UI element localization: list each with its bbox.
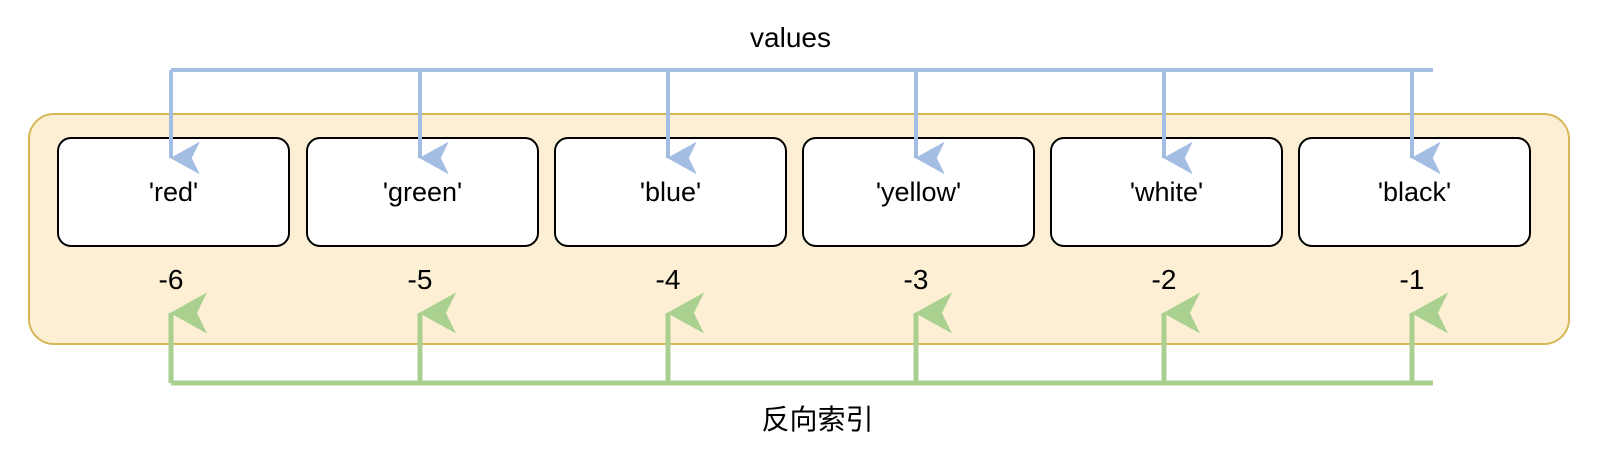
array-cell[interactable]: 'yellow' [802,137,1035,247]
array-cell[interactable]: 'black' [1298,137,1531,247]
array-cell-value: 'white' [1129,176,1204,207]
reverse-index-caption-text: 反向索引 [761,404,874,435]
array-cell[interactable]: 'red' [57,137,290,247]
array-cell-value: 'red' [148,176,199,207]
array-cell[interactable]: 'white' [1050,137,1283,247]
array-cell-value: 'black' [1377,176,1452,207]
negative-index-label: -6 [158,264,184,295]
negative-index-label: -2 [1151,264,1177,295]
values-caption-text: values [750,22,831,53]
negative-index-label: -5 [407,264,433,295]
array-cell[interactable]: 'green' [306,137,539,247]
array-cell-value: 'blue' [639,176,702,207]
array-cell-value: 'green' [382,176,463,207]
negative-index-label: -4 [655,264,681,295]
negative-index-label: -3 [903,264,929,295]
values-caption: values [0,24,1599,52]
array-cell[interactable]: 'blue' [554,137,787,247]
negative-index-label: -1 [1399,264,1425,295]
reverse-index-caption: 反向索引 [0,406,1599,434]
array-cell-value: 'yellow' [875,176,962,207]
